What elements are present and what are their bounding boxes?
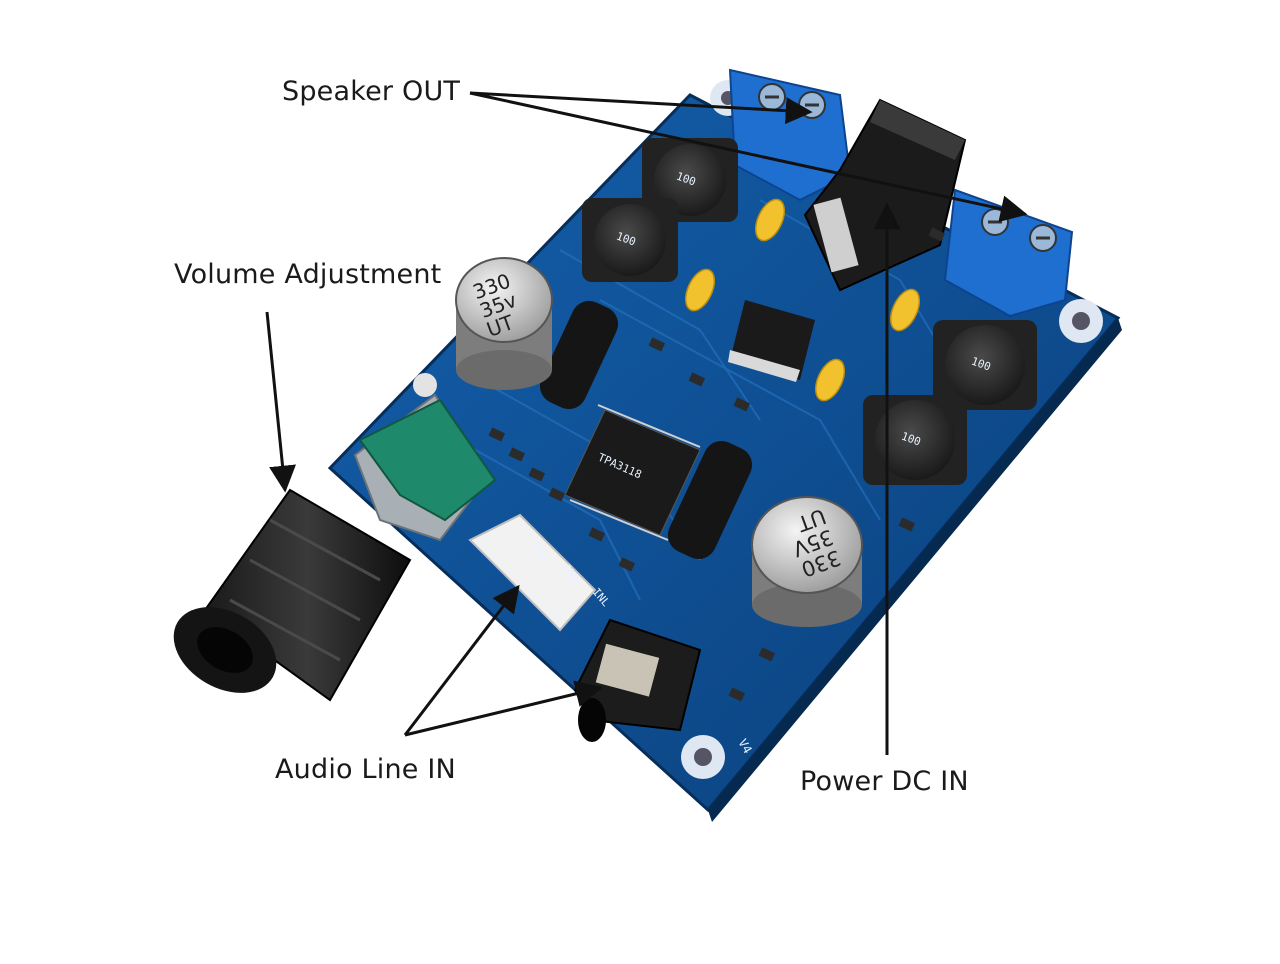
capacitor-right: 330 35V UT xyxy=(751,496,863,627)
schottky-diode xyxy=(728,300,815,382)
svg-text:100: 100 xyxy=(674,170,697,189)
amplifier-chip: TPA3118 xyxy=(564,404,701,541)
arrow-speaker-right xyxy=(469,91,1028,223)
version-silkscreen: V4 xyxy=(735,737,754,757)
svg-text:100: 100 xyxy=(614,230,637,249)
arrow-volume xyxy=(265,311,296,493)
label-audio-line-in: Audio Line IN xyxy=(275,754,456,785)
ceramic-capacitors xyxy=(684,198,921,402)
svg-text:100: 100 xyxy=(969,355,992,374)
label-volume-adjustment: Volume Adjustment xyxy=(174,259,442,290)
arrow-audio-connector xyxy=(403,584,520,736)
arrow-audio-jack xyxy=(404,680,603,737)
inductors: 100 100 100 100 xyxy=(582,138,1037,485)
svg-text:100: 100 xyxy=(899,430,922,449)
pcb-edge xyxy=(708,318,1122,822)
arrow-speaker-top xyxy=(469,91,813,125)
volume-potentiometer xyxy=(353,373,497,542)
cylinder-inductors xyxy=(539,300,753,560)
label-power-dc-in: Power DC IN xyxy=(800,766,969,797)
label-speaker-out: Speaker OUT xyxy=(282,76,461,107)
callout-arrows xyxy=(265,91,1028,755)
capacitor-left: 330 35v UT xyxy=(455,257,553,390)
dc-power-jack xyxy=(803,98,967,292)
smd-components xyxy=(488,227,946,702)
volume-knob xyxy=(173,488,412,702)
audio-jack xyxy=(573,618,702,742)
